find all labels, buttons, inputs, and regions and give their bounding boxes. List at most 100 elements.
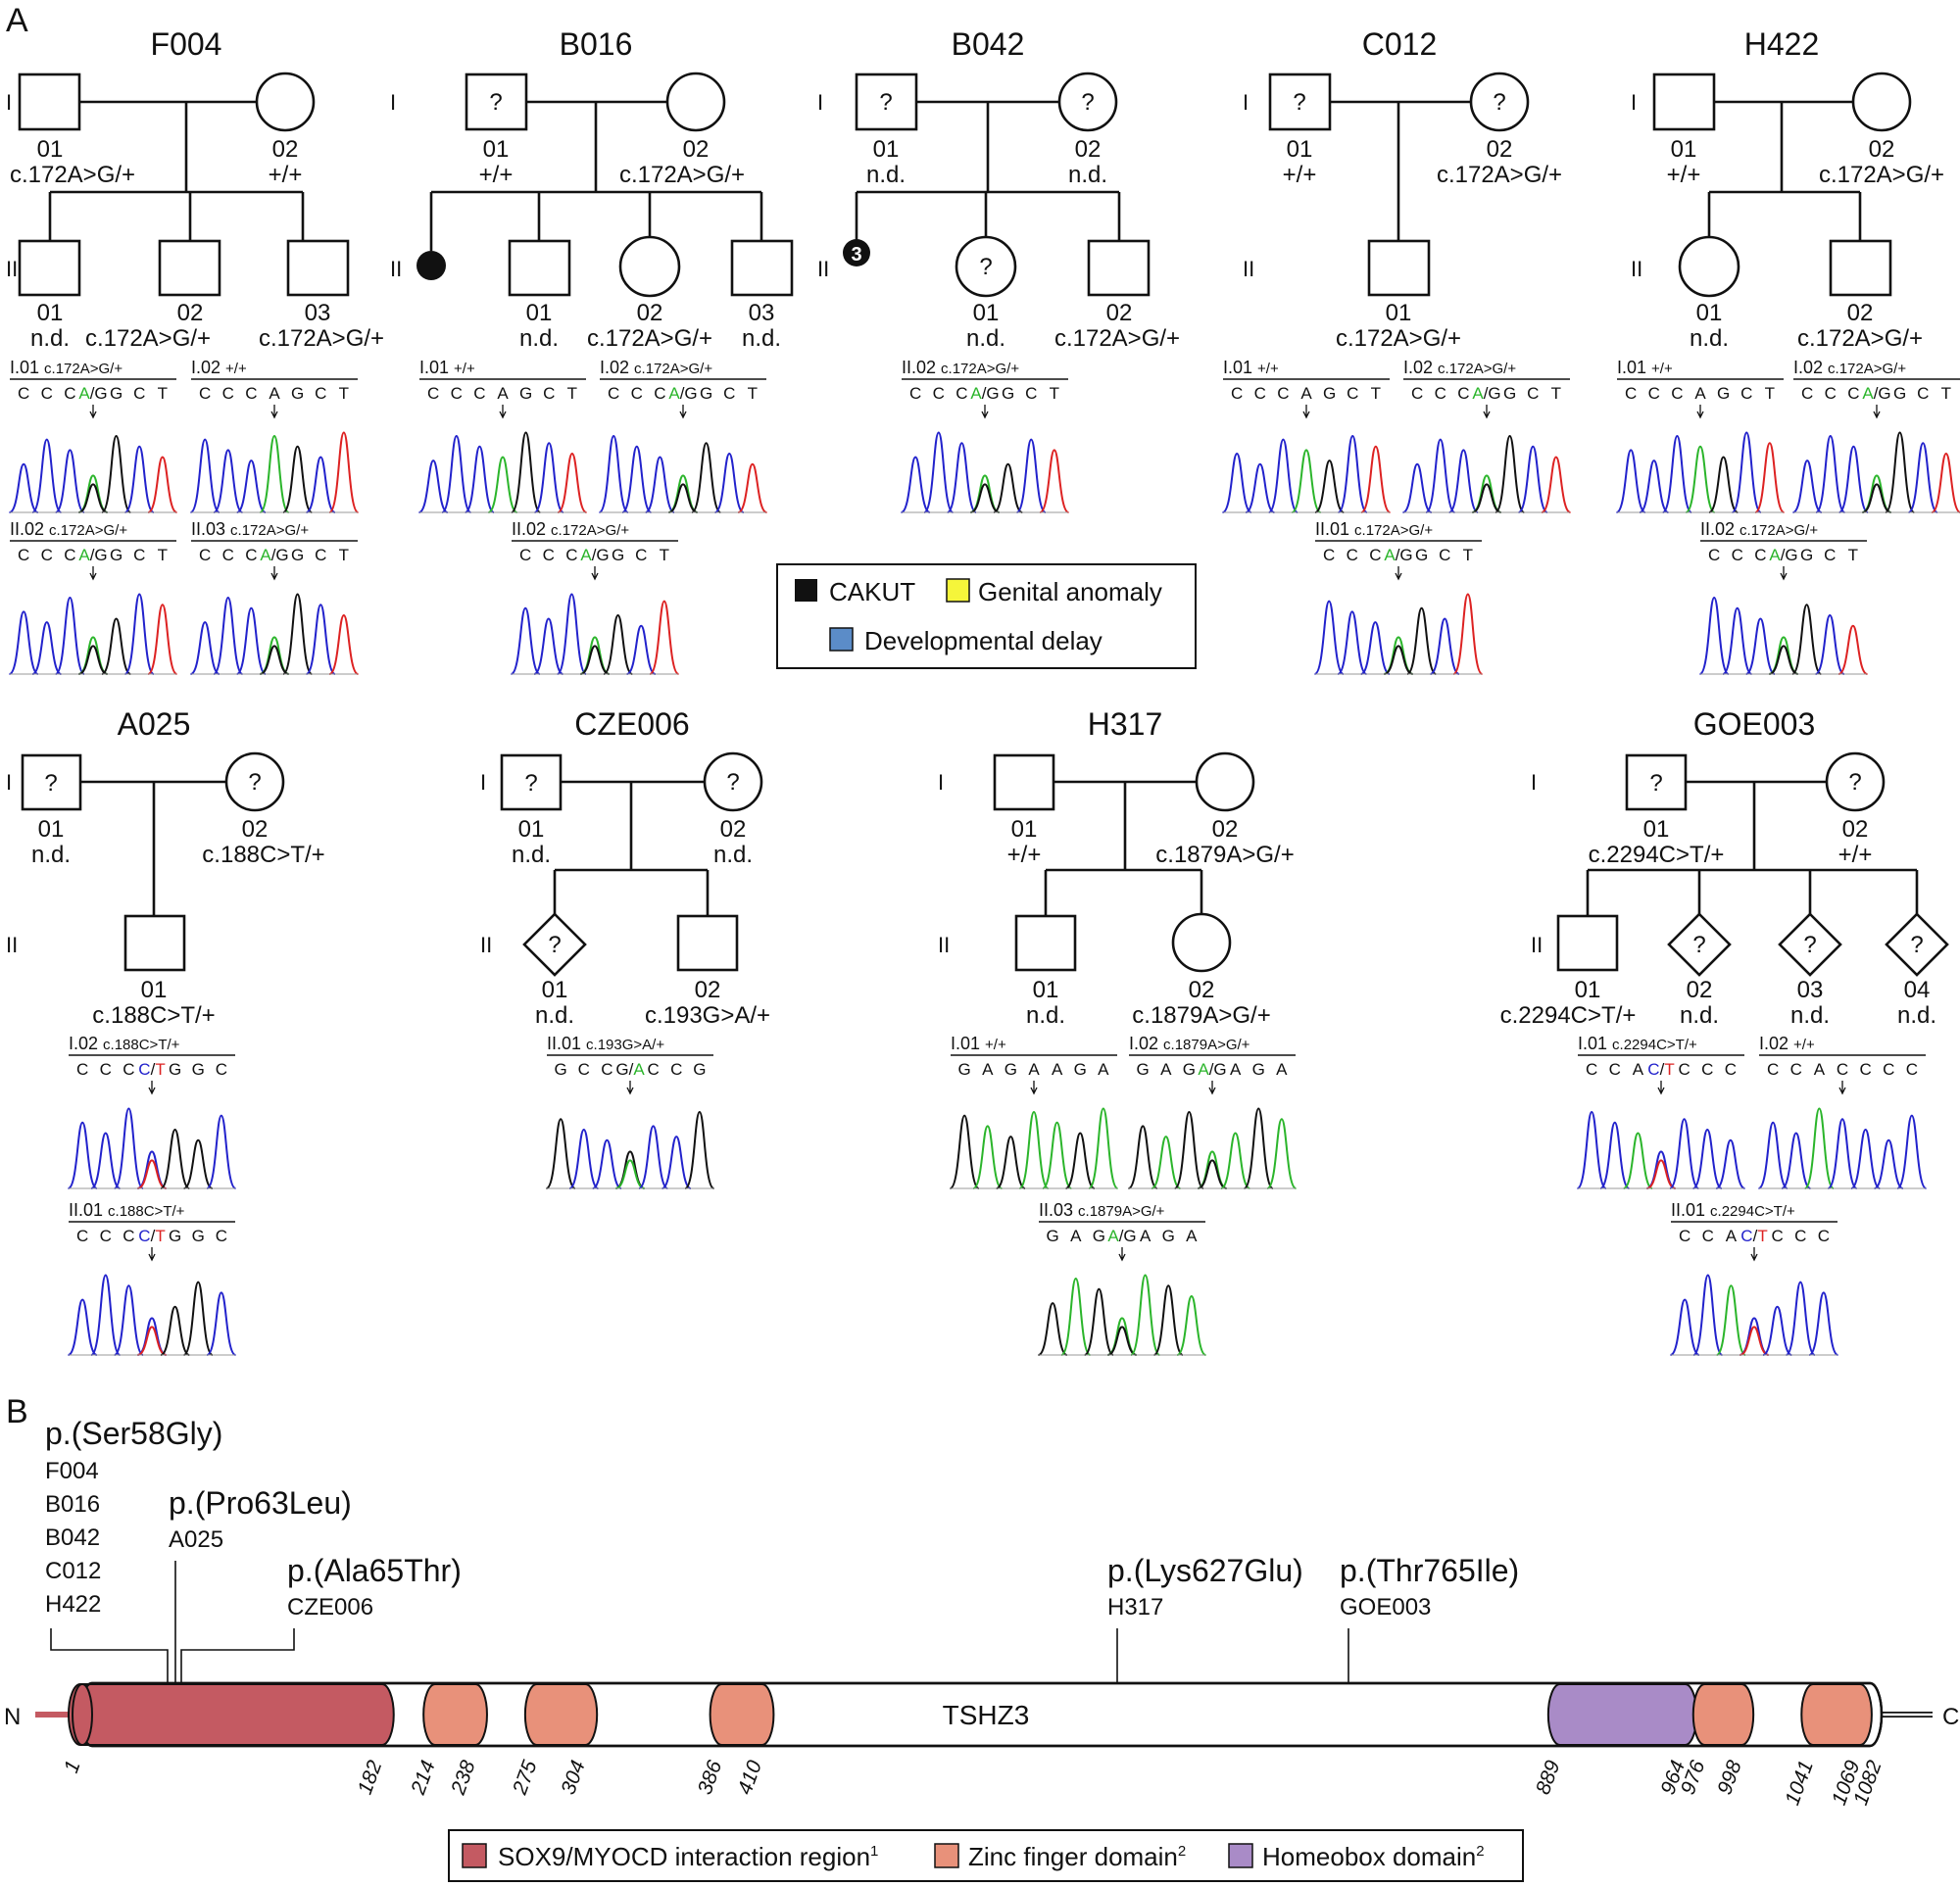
- member-label: 01: [1696, 300, 1723, 326]
- base-call: C: [1754, 546, 1766, 564]
- member-label: 02: [1687, 977, 1713, 1003]
- trace-peak: [1685, 445, 1716, 513]
- base-call: C: [18, 384, 29, 403]
- member-label: 02: [720, 816, 747, 843]
- base-call: C: [1411, 384, 1423, 403]
- base-letter: A: [970, 384, 982, 403]
- base-letter: T: [155, 1060, 165, 1079]
- trace-peak: [123, 593, 155, 675]
- trace-id: I.01: [419, 358, 454, 377]
- trace-peak: [1931, 452, 1960, 513]
- trace-peak: [1541, 456, 1572, 513]
- base-call: G: [169, 1227, 181, 1245]
- trace-peak: [1768, 636, 1799, 675]
- member-label: 01: [38, 816, 65, 843]
- male-symbol: [1556, 914, 1619, 972]
- trace-header: II.02 c.172A>G/+: [902, 358, 1019, 377]
- trace-peak: [8, 462, 39, 513]
- trace-id: I.02: [1403, 358, 1438, 377]
- trace-peak-secondary: [1472, 483, 1501, 513]
- base-letter: G: [94, 546, 107, 564]
- family-title: CZE006: [574, 706, 689, 742]
- trace-peak: [160, 1128, 190, 1189]
- trace-header: I.01 +/+: [1223, 358, 1279, 377]
- base-call: T: [1941, 384, 1951, 403]
- trace-peak: [328, 431, 360, 513]
- member-label: 02: [272, 136, 299, 163]
- trace-peak: [236, 606, 267, 675]
- trace-peak: [1692, 1274, 1724, 1356]
- genotype: c.172A>G/+: [1797, 325, 1923, 352]
- base-call: A: [1276, 1060, 1288, 1079]
- variant-arrow: [1838, 1081, 1846, 1095]
- trace-genotype: +/+: [225, 361, 247, 377]
- position-tick-label: 304: [557, 1758, 590, 1798]
- trace-peak: [1669, 1298, 1700, 1356]
- trace-header: I.01 c.172A>G/+: [10, 358, 122, 377]
- trace-peak: [136, 1150, 168, 1189]
- unknown-mark: ?: [1081, 89, 1094, 116]
- base-call: A: [1098, 1060, 1109, 1079]
- position-tick-label: 275: [509, 1758, 542, 1799]
- trace-peak-secondary: [1198, 1159, 1227, 1189]
- diamond-symbol: [1778, 912, 1842, 977]
- genotype: +/+: [479, 162, 514, 188]
- variant-bracket-lines: [50, 1561, 1349, 1683]
- trace-id: II.02: [902, 358, 941, 377]
- base-call: C: [199, 546, 211, 564]
- trace-peak: [1874, 1138, 1904, 1189]
- unknown-mark: ?: [489, 89, 502, 116]
- variant-arrow: [89, 566, 97, 581]
- trace-genotype: c.2294C>T/+: [1710, 1203, 1795, 1220]
- base-slash: /: [982, 384, 987, 403]
- base-call: A/G: [78, 546, 107, 564]
- family-id: B016: [45, 1491, 100, 1518]
- base-call: C: [1702, 1227, 1714, 1245]
- base-call: A: [982, 1060, 994, 1079]
- base-call: C: [41, 384, 53, 403]
- trace-peak: [1060, 1278, 1092, 1356]
- gen-label: I: [6, 90, 12, 115]
- base-slash: /: [151, 1227, 156, 1245]
- trace-peak: [1762, 1305, 1792, 1356]
- trace-genotype: +/+: [985, 1037, 1006, 1053]
- base-slash: /: [1484, 384, 1489, 403]
- base-letter: C: [138, 1060, 150, 1079]
- trace-peak: [1739, 1317, 1770, 1356]
- member-label: 01: [1643, 816, 1670, 843]
- genotype: n.d.: [535, 1002, 574, 1029]
- trace-header: II.01 c.193G>A/+: [547, 1034, 664, 1053]
- trace-id: II.01: [1315, 519, 1354, 539]
- trace-peak: [1151, 1136, 1181, 1189]
- base-call: A: [1140, 1227, 1152, 1245]
- pedigree-lines: [429, 100, 763, 251]
- base-call: C: [631, 384, 643, 403]
- trace-genotype: +/+: [454, 361, 475, 377]
- base-call: C: [76, 1227, 88, 1245]
- trace-id: I.01: [1617, 358, 1651, 377]
- genotype: c.1879A>G/+: [1155, 842, 1294, 868]
- legend-superscript: 2: [1476, 1843, 1484, 1860]
- base-letter: A: [260, 546, 271, 564]
- base-call: T: [1848, 546, 1858, 564]
- base-call: G/A: [615, 1060, 645, 1079]
- family-id: H422: [45, 1591, 101, 1618]
- base-call: T: [1463, 546, 1473, 564]
- base-slash: /: [1874, 384, 1879, 403]
- trace-peak: [1266, 1118, 1298, 1189]
- trace-peak: [996, 1136, 1026, 1189]
- legend-label-devdelay: Developmental delay: [864, 626, 1102, 655]
- trace-peak: [1661, 435, 1693, 513]
- trace-peak: [511, 431, 542, 513]
- genotype: n.d.: [1680, 1002, 1719, 1029]
- member-label: 02: [1075, 136, 1102, 163]
- base-call: C: [1883, 1060, 1894, 1079]
- base-call: C: [245, 384, 257, 403]
- base-letter: A: [668, 384, 680, 403]
- base-call: G: [1137, 1060, 1150, 1079]
- trace-peak: [949, 1114, 980, 1189]
- pedigree-cze006: CZE006 ? ? 01 n.d. 02 n.d. ? 01 n.d. 02 …: [500, 706, 770, 1029]
- trace-peak: [626, 624, 657, 675]
